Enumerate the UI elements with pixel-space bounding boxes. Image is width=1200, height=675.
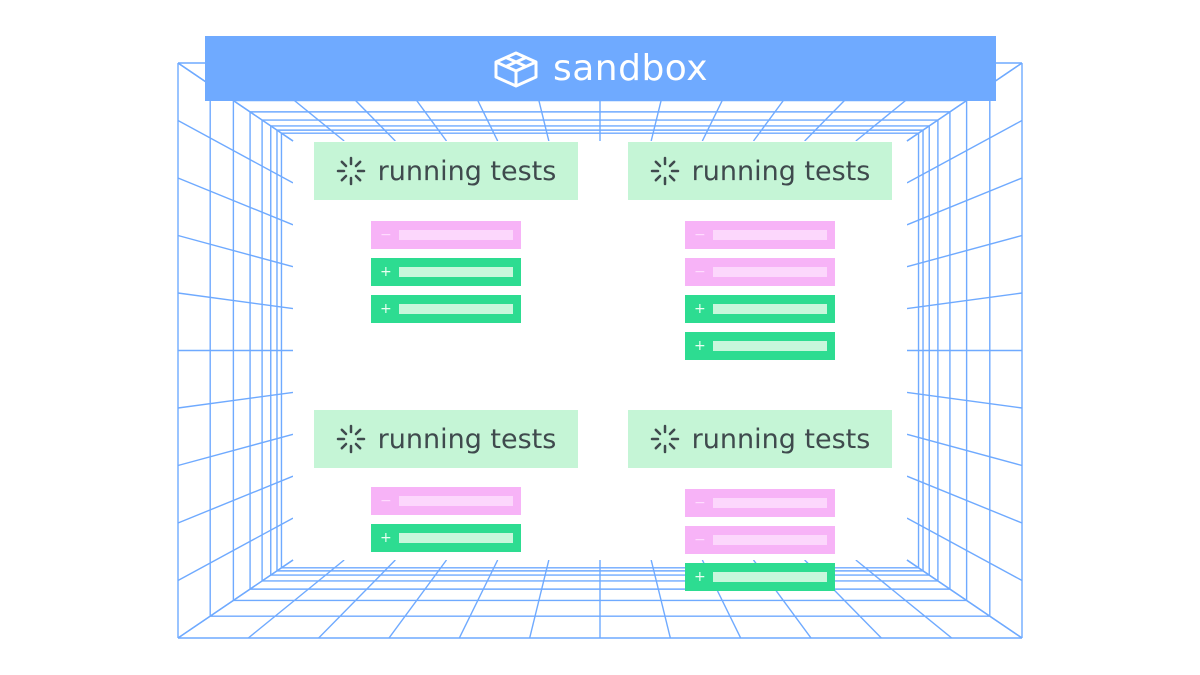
line-placeholder-bar <box>713 498 827 508</box>
diff-lines-2: − − + + <box>685 221 835 369</box>
plus-icon: + <box>380 301 392 317</box>
card-label: running tests <box>377 155 557 187</box>
grid-line <box>650 559 672 639</box>
minus-icon: − <box>694 264 706 280</box>
minus-icon: − <box>694 227 706 243</box>
line-placeholder-bar <box>399 267 513 277</box>
grid-line <box>855 559 953 639</box>
card-label: running tests <box>691 423 871 455</box>
grid-line <box>177 62 294 142</box>
removed-line: − <box>371 487 521 515</box>
grid-line <box>906 559 1023 639</box>
grid-line <box>528 559 550 639</box>
grid-line <box>388 559 448 639</box>
removed-line: − <box>685 258 835 286</box>
grid-line <box>906 62 1023 142</box>
test-card-4: running tests <box>628 410 892 468</box>
plus-icon: + <box>694 569 706 585</box>
card-label: running tests <box>691 155 871 187</box>
grid-line <box>318 559 396 639</box>
line-placeholder-bar <box>399 304 513 314</box>
plus-icon: + <box>380 264 392 280</box>
grid-line <box>247 559 345 639</box>
banner-title: sandbox <box>552 47 709 89</box>
plus-icon: + <box>380 530 392 546</box>
grid-line <box>177 517 294 582</box>
plus-icon: + <box>694 338 706 354</box>
added-line: + <box>685 295 835 323</box>
grid-line <box>177 177 294 226</box>
removed-line: − <box>685 526 835 554</box>
removed-line: − <box>371 221 521 249</box>
diff-lines-1: − + + <box>371 221 521 332</box>
card-label: running tests <box>377 423 557 455</box>
spinner-icon <box>336 424 365 454</box>
grid-line <box>906 292 1023 310</box>
line-placeholder-bar <box>713 267 827 277</box>
grid-line <box>177 292 294 310</box>
removed-line: − <box>685 489 835 517</box>
grid-line <box>177 119 294 184</box>
added-line: + <box>371 295 521 323</box>
removed-line: − <box>685 221 835 249</box>
line-placeholder-bar <box>713 572 827 582</box>
grid-line <box>906 517 1023 582</box>
diff-lines-4: − − + <box>685 489 835 600</box>
minus-icon: − <box>694 495 706 511</box>
grid-line <box>177 234 294 268</box>
plus-icon: + <box>694 301 706 317</box>
grid-line <box>177 433 294 467</box>
added-line: + <box>685 332 835 360</box>
grid-line <box>906 177 1023 226</box>
minus-icon: − <box>380 227 392 243</box>
spinner-icon <box>650 156 679 186</box>
test-card-2: running tests <box>628 142 892 200</box>
spinner-icon <box>336 156 365 186</box>
grid-line <box>458 559 499 639</box>
spinner-icon <box>650 424 679 454</box>
added-line: + <box>685 563 835 591</box>
line-placeholder-bar <box>713 535 827 545</box>
diff-lines-3: −+ <box>371 487 521 561</box>
line-placeholder-bar <box>713 341 827 351</box>
line-placeholder-bar <box>713 304 827 314</box>
minus-icon: − <box>380 493 392 509</box>
grid-line <box>906 433 1023 467</box>
sandbox-banner: sandbox <box>205 36 996 101</box>
grid-line <box>906 391 1023 409</box>
line-placeholder-bar <box>399 533 513 543</box>
test-card-3: running tests <box>314 410 578 468</box>
test-card-1: running tests <box>314 142 578 200</box>
grid-line <box>177 391 294 409</box>
grid-line <box>906 119 1023 184</box>
minus-icon: − <box>694 532 706 548</box>
line-placeholder-bar <box>399 496 513 506</box>
grid-line <box>177 475 294 524</box>
added-line: + <box>371 258 521 286</box>
grid-line <box>906 475 1023 524</box>
codesandbox-cube-icon <box>494 51 538 87</box>
added-line: + <box>371 524 521 552</box>
line-placeholder-bar <box>713 230 827 240</box>
grid-line <box>177 559 294 639</box>
grid-line <box>906 234 1023 268</box>
line-placeholder-bar <box>399 230 513 240</box>
